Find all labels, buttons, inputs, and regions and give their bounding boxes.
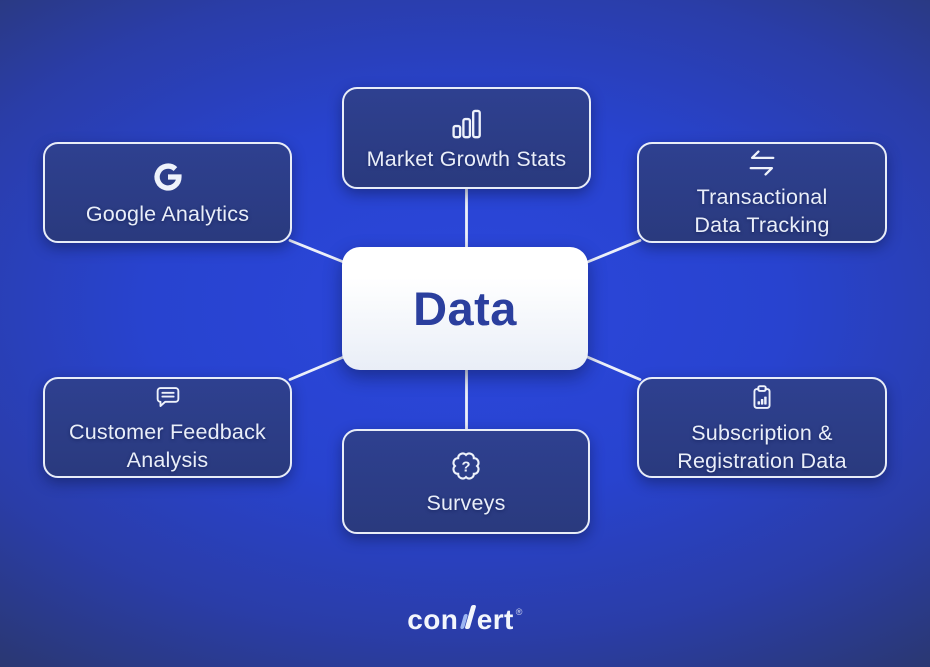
node-label: Customer Feedback Analysis [69, 418, 266, 474]
svg-text:?: ? [461, 459, 470, 475]
label-line: Analysis [126, 447, 209, 472]
label-line: Transactional [696, 184, 828, 209]
node-customer-feedback-analysis: Customer Feedback Analysis [43, 377, 292, 478]
question-badge-icon: ? [446, 447, 486, 485]
brand-text-suffix: ert [476, 604, 514, 635]
clipboard-chart-icon [745, 381, 779, 415]
node-transactional-data-tracking: Transactional Data Tracking [637, 142, 887, 243]
center-node-data: Data [342, 247, 588, 370]
brand-logo: con ert ® [0, 604, 930, 640]
node-google-analytics: Google Analytics [43, 142, 292, 243]
bar-chart-icon [446, 103, 488, 141]
connector-top-left [288, 239, 348, 265]
node-label: Google Analytics [86, 200, 249, 228]
label-line: Customer Feedback [69, 419, 266, 444]
label-line: Registration Data [677, 448, 847, 473]
brand-text-prefix: con [407, 604, 459, 635]
node-subscription-registration-data: Subscription & Registration Data [637, 377, 887, 478]
center-label: Data [413, 282, 517, 335]
node-label: Surveys [426, 489, 505, 517]
chat-bubble-icon [151, 382, 185, 414]
registered-mark: ® [515, 607, 523, 617]
label-line: Data Tracking [694, 212, 830, 237]
swap-arrows-icon [744, 147, 780, 179]
node-surveys: ? Surveys [342, 429, 590, 534]
label-line: Subscription & [691, 420, 833, 445]
connector-bottom-left [288, 354, 348, 381]
label-line: Market Growth Stats [366, 147, 567, 171]
connector-bottom-right [583, 354, 642, 381]
node-label: Market Growth Stats [367, 145, 567, 173]
node-label: Subscription & Registration Data [677, 419, 847, 475]
google-g-icon [149, 158, 187, 196]
node-market-growth-stats: Market Growth Stats [342, 87, 591, 189]
connector-top-right [583, 239, 642, 265]
label-line: Google Analytics [85, 201, 250, 226]
node-label: Transactional Data Tracking [694, 183, 829, 239]
label-line: Surveys [426, 490, 506, 515]
